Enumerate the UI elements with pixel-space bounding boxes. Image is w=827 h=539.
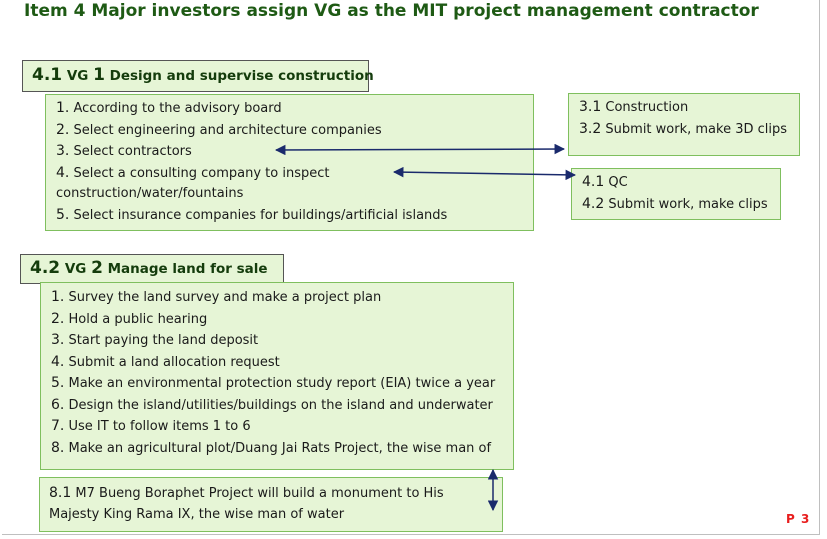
list-item: 2. Hold a public hearing (51, 310, 208, 327)
list-item: 2. Select engineering and architecture c… (56, 121, 382, 138)
section-2-list: 1. Survey the land survey and make a pro… (40, 282, 514, 470)
list-item: 4. Select a consulting company to inspec… (56, 164, 330, 181)
arrow-item4-to-sub4 (392, 166, 577, 181)
section-1-list: 1. According to the advisory board 2. Se… (45, 94, 534, 231)
list-item: 4.2 Submit work, make clips (582, 195, 768, 212)
list-item-continuation: construction/water/fountains (56, 186, 244, 201)
list-item: 3.1 Construction (579, 99, 689, 115)
sub-box-3: 3.1 Construction 3.2 Submit work, make 3… (568, 93, 800, 156)
section-1-label-pre: VG (66, 68, 89, 84)
list-item: 4.1 QC (582, 174, 628, 190)
list-item: 3.2 Submit work, make 3D clips (579, 120, 788, 137)
list-item: 5. Select insurance companies for buildi… (56, 206, 448, 223)
sub-box-8: 8.1 M7 Bueng Boraphet Project will build… (39, 477, 503, 532)
sub-box-4: 4.1 QC 4.2 Submit work, make clips (571, 168, 781, 220)
list-item: 3. Start paying the land deposit (51, 332, 259, 348)
section-1-number: 4.1 (32, 65, 63, 85)
slide-title: Item 4 Major investors assign VG as the … (24, 1, 759, 21)
section-1-header: 4.1 VG 1 Design and supervise constructi… (22, 60, 374, 92)
section-2-number: 4.2 (30, 258, 61, 278)
list-item: 6. Design the island/utilities/buildings… (51, 396, 493, 413)
section-1-label-num: 1 (93, 65, 105, 85)
arrow-item3-to-sub3 (274, 143, 566, 156)
page-number: P 3 (786, 512, 811, 526)
list-item-continuation: Majesty King Rama IX, the wise man of wa… (49, 506, 345, 522)
section-2-label-pre: VG (64, 261, 87, 277)
list-item: 1. Survey the land survey and make a pro… (51, 289, 382, 305)
list-item: 7. Use IT to follow items 1 to 6 (51, 418, 251, 434)
list-item: 3. Select contractors (56, 143, 192, 159)
section-1-label-post: Design and supervise construction (109, 68, 374, 84)
section-2-label-num: 2 (91, 258, 103, 278)
section-2-label-post: Manage land for sale (107, 261, 268, 277)
list-item: 5. Make an environmental protection stud… (51, 375, 496, 391)
list-item: 8. Make an agricultural plot/Duang Jai R… (51, 439, 492, 456)
list-item: 4. Submit a land allocation request (51, 353, 280, 370)
list-item: 8.1 M7 Bueng Boraphet Project will build… (49, 485, 444, 501)
list-item: 1. According to the advisory board (56, 100, 282, 116)
